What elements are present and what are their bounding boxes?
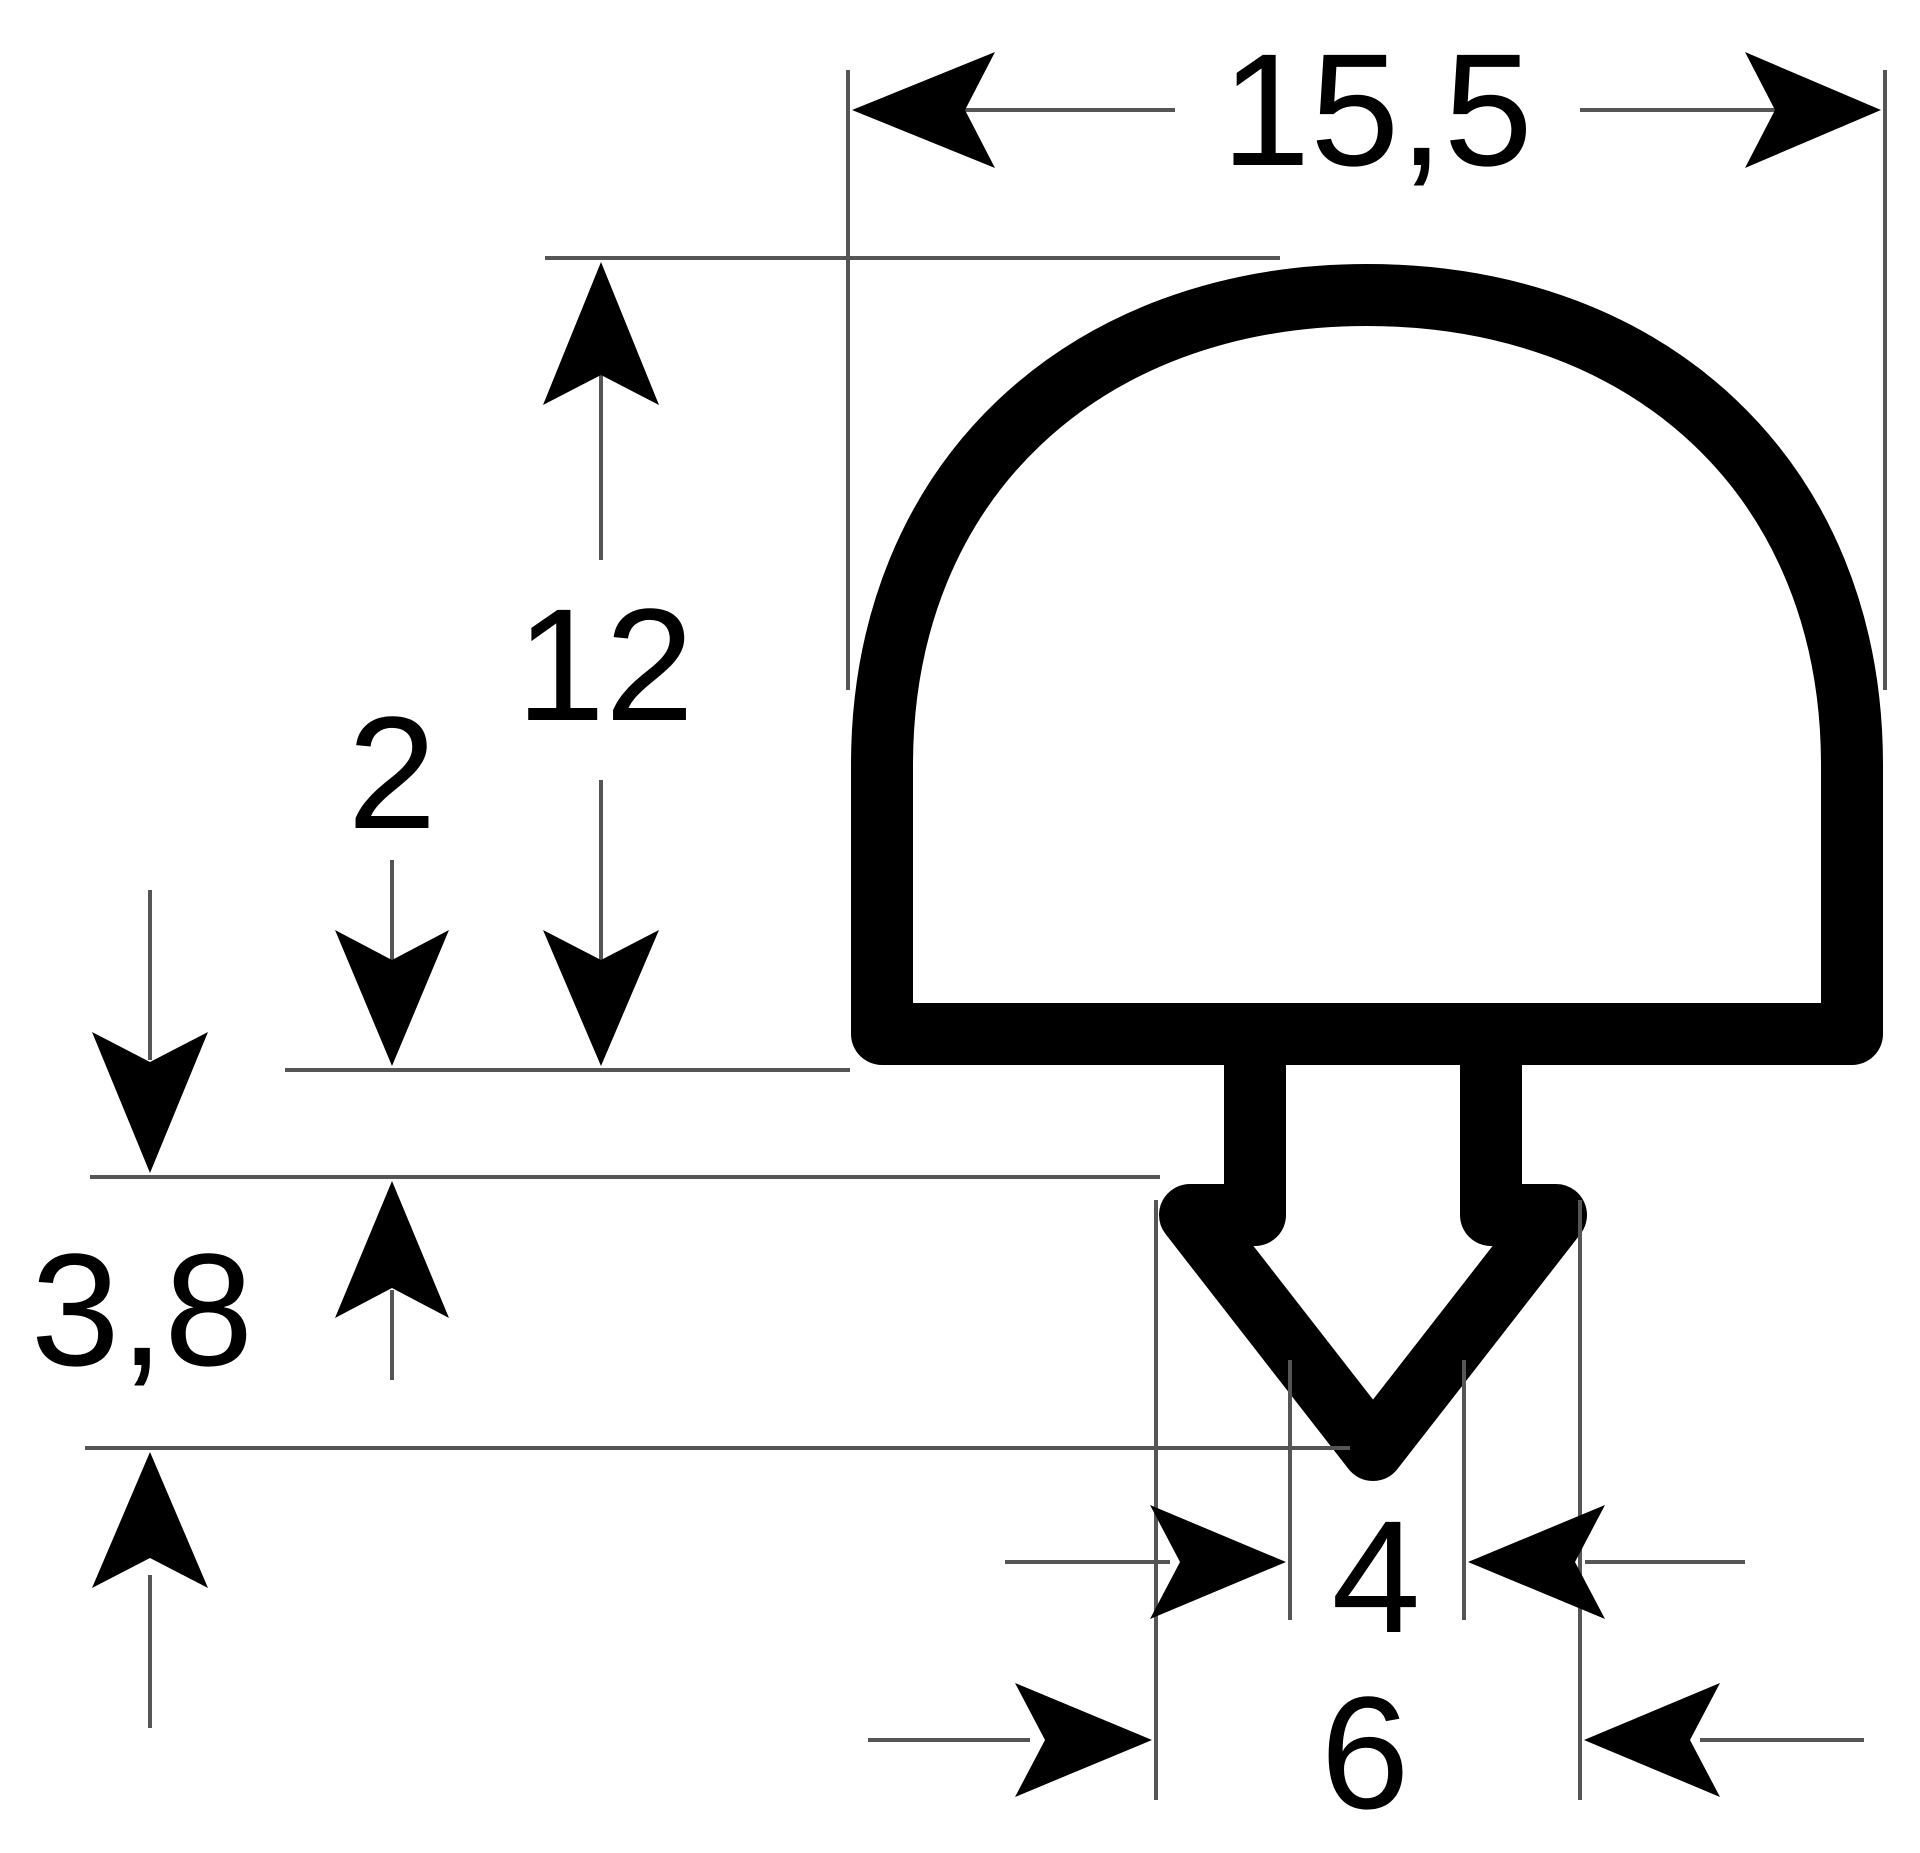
base-arrow-up (335, 1181, 449, 1318)
base-arrow-down (335, 930, 449, 1066)
overall-height-label: 12 (516, 575, 694, 754)
base-thickness-label: 2 (348, 683, 437, 862)
width-arrow-right (1745, 52, 1881, 168)
dimension-labels: 15,5 12 2 3,8 4 6 (31, 20, 1533, 1842)
barb-height-label: 3,8 (31, 1220, 253, 1399)
barb-width-arrow-right (1584, 1683, 1720, 1797)
arrowheads (92, 52, 1881, 1797)
stem-arrow-left (1150, 1505, 1286, 1619)
width-arrow-left (852, 52, 995, 168)
height-arrow-top (543, 262, 659, 405)
extension-lines (85, 70, 1887, 1800)
dimension-lines (148, 108, 1864, 1742)
barb-width-arrow-left (1015, 1683, 1152, 1797)
bulb-outline (851, 264, 1883, 1065)
stem-and-barb (1159, 1050, 1587, 1481)
stem-arrow-right (1468, 1505, 1605, 1619)
height-arrow-bottom (543, 930, 659, 1066)
overall-width-label: 15,5 (1221, 20, 1532, 199)
barb-height-arrow-up (92, 1452, 208, 1588)
stem-width-label: 4 (1332, 1487, 1421, 1666)
barb-width-label: 6 (1321, 1663, 1410, 1842)
gasket-profile (851, 264, 1883, 1481)
barb-height-arrow-down (92, 1032, 208, 1173)
